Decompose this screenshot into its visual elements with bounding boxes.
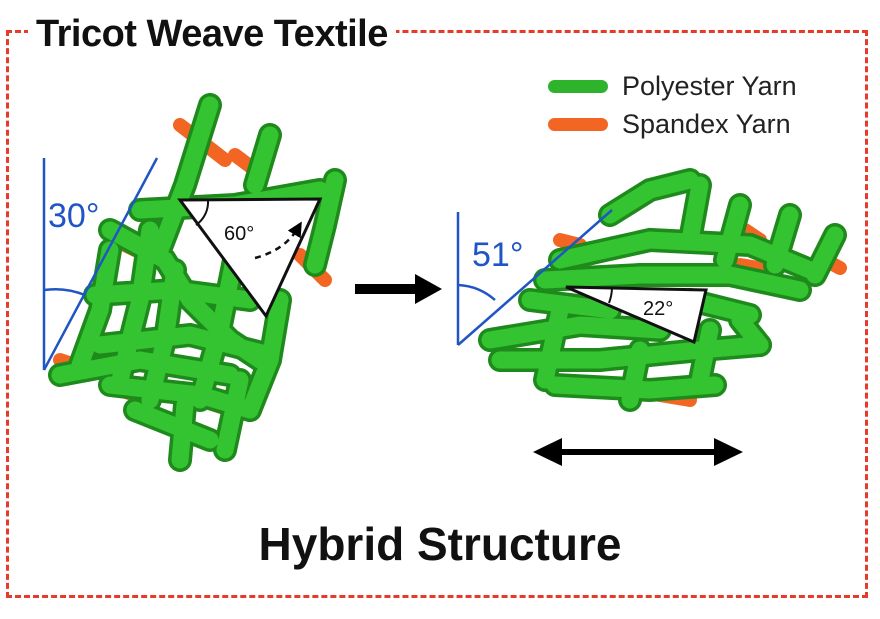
transition-arrow (355, 274, 442, 304)
left-knit-structure (48, 93, 347, 472)
legend-item-spandex: Spandex Yarn (548, 106, 791, 142)
stretch-double-arrow (533, 438, 743, 466)
left-outer-angle-label: 30° (48, 197, 99, 235)
polyester-swatch (548, 79, 608, 93)
right-angle-indicator (456, 209, 613, 346)
right-inner-angle-label: 22° (643, 298, 673, 320)
right-knit-structure (478, 168, 847, 412)
left-angle-indicator (42, 157, 159, 371)
legend-label-spandex: Spandex Yarn (622, 108, 791, 139)
rotation-arrow (254, 221, 302, 260)
bottom-caption: Hybrid Structure (258, 518, 622, 570)
spandex-swatch (548, 117, 608, 131)
left-inner-triangle (177, 197, 323, 319)
legend-item-polyester: Polyester Yarn (548, 68, 797, 104)
left-inner-angle-label: 60° (224, 223, 254, 245)
legend-label-polyester: Polyester Yarn (622, 70, 797, 101)
right-outer-angle-label: 51° (472, 236, 523, 274)
figure-title: Tricot Weave Textile (28, 10, 396, 58)
dashed-frame (6, 30, 868, 598)
right-inner-triangle (565, 285, 708, 345)
